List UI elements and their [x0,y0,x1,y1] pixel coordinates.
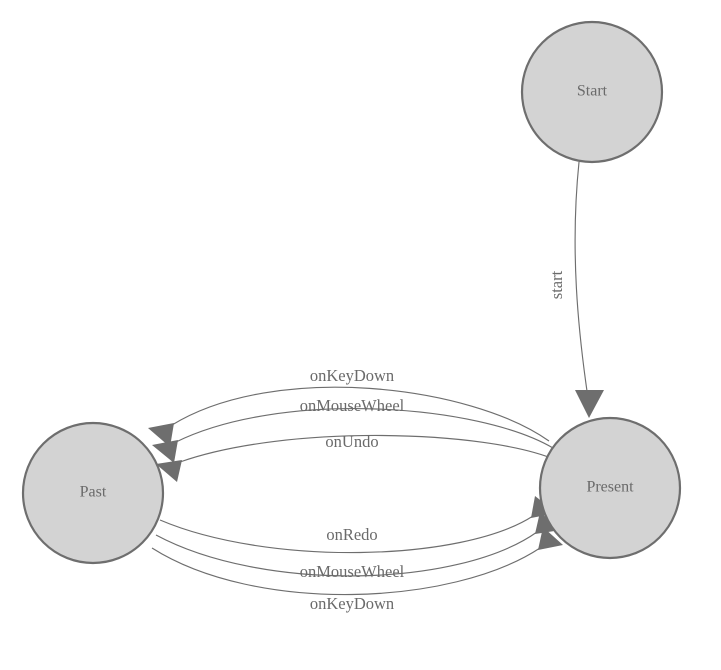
edge-path [179,434,557,463]
edge-label-onmousewheel-up: onMouseWheel [300,396,405,415]
node-circle [21,421,165,565]
arrowhead-icon [148,423,174,447]
node-label: Start [577,83,608,100]
node-label: Past [80,484,107,501]
edge-label-onkeydown-down: onKeyDown [310,594,394,613]
edge-onundo-to-past[interactable] [156,434,557,482]
node-present[interactable]: Present [538,416,682,560]
arrowhead-icon [156,460,182,482]
edge-path [159,515,534,554]
node-start[interactable]: Start [520,20,664,164]
edge-label-onundo: onUndo [325,432,378,451]
node-label: Present [586,479,634,496]
arrowhead-icon [575,390,604,418]
edge-label-onredo: onRedo [326,525,377,544]
edge-path [574,161,589,399]
arrowhead-icon [538,527,563,550]
arrowhead-icon [152,440,178,463]
edge-path [175,408,554,449]
edge-label-onmousewheel-down: onMouseWheel [300,562,405,581]
node-past[interactable]: Past [21,421,165,565]
edge-start-to-present[interactable] [574,161,604,418]
node-circle [538,416,682,560]
edge-path [155,531,538,577]
edge-onmousewheel-to-past[interactable] [152,408,554,463]
edge-onkeydown-to-present[interactable] [151,527,563,596]
edge-path [171,386,550,442]
edge-label-onkeydown-up: onKeyDown [310,366,394,385]
edge-path [151,547,541,596]
node-circle [520,20,664,164]
edge-onkeydown-to-past[interactable] [148,386,550,447]
edge-label-start: start [547,270,566,299]
